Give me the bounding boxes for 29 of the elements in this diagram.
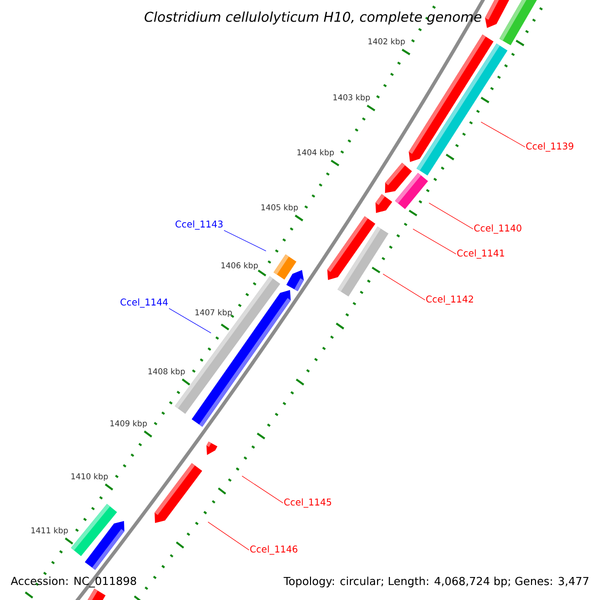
tick-label: 1403 kbp [334, 94, 370, 102]
footer-text: Accession: NC_011898 [10, 576, 136, 588]
gene-label: Ccel_1142 [426, 295, 473, 305]
leader-line [242, 476, 284, 504]
leader-line [480, 122, 526, 148]
tick-label: 1410 kbp [72, 473, 108, 481]
tick-label: 1402 kbp [368, 38, 405, 46]
leader-line [168, 308, 212, 334]
gene-label: Ccel_1139 [526, 142, 574, 152]
leader-line [224, 230, 266, 252]
tick-label: 1404 kbp [298, 149, 334, 157]
tick-label: 1405 kbp [262, 204, 298, 212]
leader-line [428, 202, 474, 230]
gene-label: Ccel_1144 [120, 298, 168, 308]
leader-line [412, 228, 456, 254]
map-title: Clostridium cellulolyticum H10, complete genome [144, 11, 482, 25]
tick-label: 1407 kbp [196, 309, 232, 317]
tick-label: 1411 kbp [32, 527, 68, 535]
tick-label: 1409 kbp [110, 420, 147, 428]
leader-line [382, 274, 426, 300]
tick-label: 1406 kbp [222, 262, 258, 270]
leader-line [208, 522, 250, 550]
gene-label: Ccel_1146 [250, 545, 298, 555]
gene-label: Ccel_1141 [457, 249, 504, 259]
footer-text: Topology: circular; Length: 4,068,724 bp; Genes: 3,477 [284, 576, 588, 588]
gene-label: Ccel_1140 [474, 224, 522, 234]
gene-label: Ccel_1145 [284, 498, 332, 508]
gene-label: Ccel_1143 [176, 220, 223, 230]
tick-label: 1408 kbp [148, 368, 185, 376]
